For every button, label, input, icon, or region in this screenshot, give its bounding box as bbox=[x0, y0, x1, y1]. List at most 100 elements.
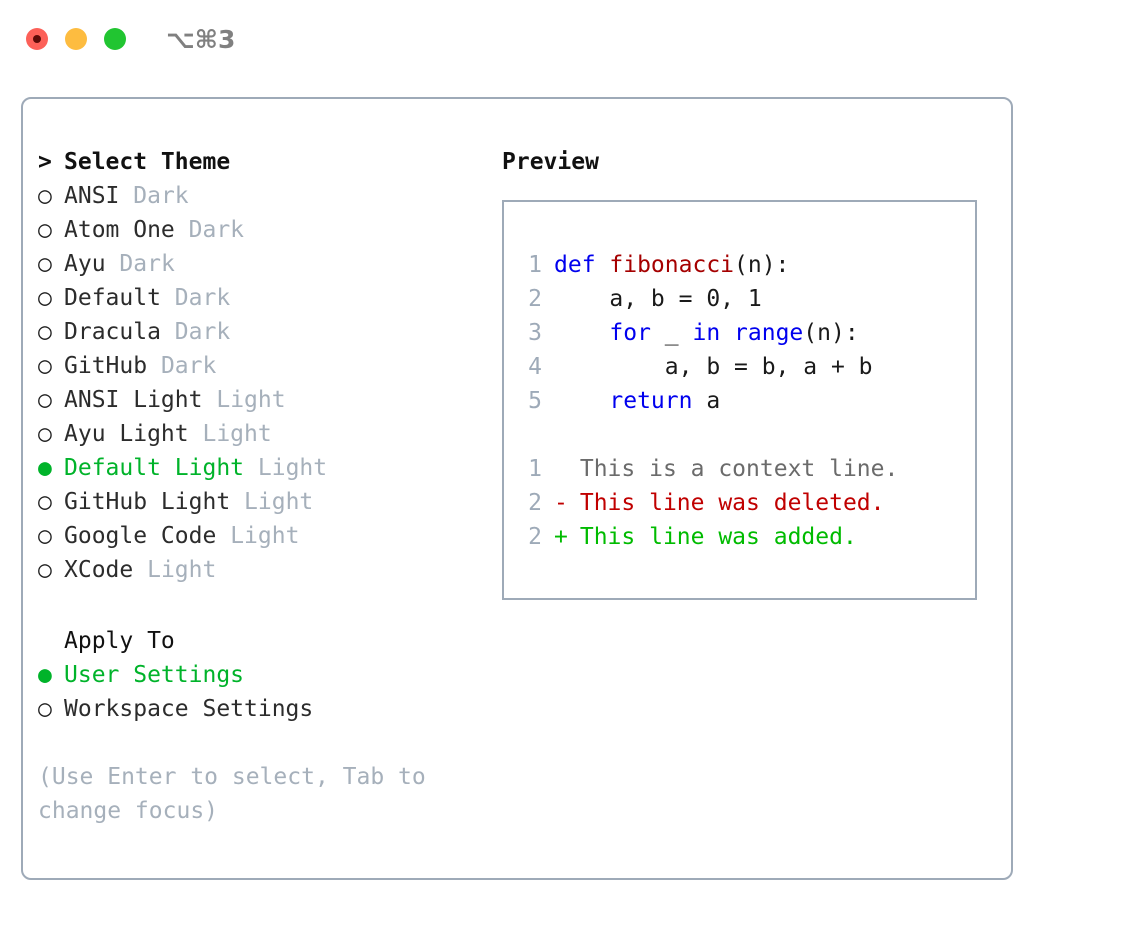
theme-name-label: Ayu Light bbox=[64, 421, 189, 447]
label-spacer bbox=[175, 217, 189, 243]
radio-unselected-icon[interactable]: ○ bbox=[38, 489, 52, 515]
theme-list-item[interactable]: ○Google Code Light bbox=[38, 519, 488, 553]
code-token: (n): bbox=[734, 252, 790, 278]
prompt-caret-icon: > bbox=[38, 149, 52, 175]
diff-sample: 1 This is a context line.2- This line wa… bbox=[504, 452, 975, 554]
theme-kind-label: Light bbox=[244, 489, 314, 515]
theme-list[interactable]: ○ANSI Dark○Atom One Dark○Ayu Dark○Defaul… bbox=[38, 179, 488, 587]
theme-kind-label: Dark bbox=[119, 251, 175, 277]
theme-name-label: Default bbox=[64, 285, 161, 311]
theme-selector-column: >Select Theme ○ANSI Dark○Atom One Dark○A… bbox=[38, 145, 488, 828]
theme-list-item[interactable]: ○ANSI Dark bbox=[38, 179, 488, 213]
code-line-number: 5 bbox=[528, 388, 542, 414]
theme-list-item[interactable]: ○ Atom One Dark bbox=[38, 213, 488, 247]
apply-to-option-label: User Settings bbox=[64, 662, 245, 688]
radio-unselected-icon[interactable]: ○ bbox=[38, 285, 52, 311]
theme-name-label: Ayu bbox=[64, 251, 106, 277]
diff-line: 2- This line was deleted. bbox=[504, 486, 975, 520]
code-token: return bbox=[609, 388, 693, 414]
theme-list-item[interactable]: ○ ANSI Light Light bbox=[38, 383, 488, 417]
theme-list-item[interactable]: ○ GitHub Dark bbox=[38, 349, 488, 383]
label-spacer bbox=[147, 353, 161, 379]
code-token: a, b = 0, 1 bbox=[554, 286, 762, 312]
diff-line: 2+ This line was added. bbox=[504, 520, 975, 554]
label-spacer bbox=[230, 489, 244, 515]
preview-title: Preview bbox=[502, 149, 599, 175]
radio-unselected-icon[interactable]: ○ bbox=[38, 557, 52, 583]
code-token bbox=[554, 320, 609, 346]
theme-list-item[interactable]: ○ Ayu Dark bbox=[38, 247, 488, 281]
code-token: a, b = b, a + b bbox=[554, 354, 873, 380]
diff-sign bbox=[554, 452, 566, 486]
code-line-number: 1 bbox=[528, 252, 542, 278]
theme-kind-label: Dark bbox=[174, 319, 231, 345]
apply-to-options[interactable]: ● User Settings ○ Workspace Settings bbox=[38, 658, 488, 726]
radio-selected-icon[interactable]: ● bbox=[38, 455, 52, 481]
theme-kind-label: Dark bbox=[133, 183, 189, 209]
code-token: (n): bbox=[803, 320, 859, 346]
radio-unselected-icon[interactable]: ○ bbox=[38, 387, 52, 413]
theme-name-label: Atom One bbox=[64, 217, 175, 243]
code-line-number: 2 bbox=[528, 286, 542, 312]
minimize-button[interactable] bbox=[65, 28, 87, 50]
apply-to-title: ○Apply To bbox=[38, 624, 488, 658]
code-token: a bbox=[692, 388, 721, 414]
code-token: in bbox=[692, 320, 721, 346]
theme-name-label: Dracula bbox=[64, 319, 161, 345]
main-panel: >Select Theme ○ANSI Dark○Atom One Dark○A… bbox=[21, 97, 1013, 880]
theme-name-label: Google Code bbox=[64, 523, 217, 549]
apply-to-option-label: Workspace Settings bbox=[64, 696, 314, 722]
label-spacer bbox=[161, 285, 175, 311]
radio-unselected-icon[interactable]: ○ bbox=[38, 353, 52, 379]
theme-list-item[interactable]: ○Ayu Light Light bbox=[38, 417, 488, 451]
code-line: 2 a, b = 0, 1 bbox=[504, 282, 975, 316]
radio-unselected-icon[interactable]: ○ bbox=[38, 217, 52, 243]
theme-name-label: XCode bbox=[64, 557, 134, 583]
apply-to-title-label: Apply To bbox=[64, 628, 175, 654]
theme-kind-label: Light bbox=[147, 557, 217, 583]
label-spacer bbox=[161, 319, 175, 345]
theme-kind-label: Light bbox=[257, 455, 328, 481]
apply-to-option[interactable]: ● User Settings bbox=[38, 658, 488, 692]
theme-kind-label: Dark bbox=[188, 217, 245, 243]
theme-name-label: GitHub Light bbox=[64, 489, 231, 515]
label-spacer bbox=[189, 421, 203, 447]
code-line-number: 4 bbox=[528, 354, 542, 380]
theme-kind-label: Dark bbox=[160, 353, 217, 379]
theme-list-item[interactable]: ○ XCode Light bbox=[38, 553, 488, 587]
theme-name-label: GitHub bbox=[64, 353, 148, 379]
theme-list-item[interactable]: ○ Dracula Dark bbox=[38, 315, 488, 349]
keyboard-shortcut-label: ⌥⌘3 bbox=[166, 24, 236, 54]
radio-unselected-icon[interactable]: ○ bbox=[38, 696, 52, 722]
theme-list-title-label: Select Theme bbox=[64, 149, 231, 175]
diff-spacer bbox=[566, 456, 580, 482]
radio-unselected-icon[interactable]: ○ bbox=[38, 421, 52, 447]
radio-unselected-icon[interactable]: ○ bbox=[38, 523, 52, 549]
code-token: fibonacci bbox=[609, 252, 735, 278]
theme-kind-label: Light bbox=[216, 387, 286, 413]
radio-unselected-icon[interactable]: ○ bbox=[38, 251, 52, 277]
code-token bbox=[720, 320, 734, 346]
code-token: _ bbox=[650, 320, 693, 346]
radio-unselected-icon[interactable]: ○ bbox=[38, 319, 52, 345]
zoom-button[interactable] bbox=[104, 28, 126, 50]
close-button[interactable] bbox=[26, 28, 48, 50]
radio-unselected-icon[interactable]: ○ bbox=[38, 183, 52, 209]
theme-name-label: ANSI Light bbox=[64, 387, 203, 413]
theme-list-item[interactable]: ●Default Light Light bbox=[38, 451, 488, 485]
diff-sign: - bbox=[554, 490, 568, 516]
apply-to-option[interactable]: ○ Workspace Settings bbox=[38, 692, 488, 726]
diff-line-number: 2 bbox=[528, 490, 542, 516]
code-token bbox=[554, 388, 609, 414]
diff-line-number: 2 bbox=[528, 524, 542, 550]
radio-selected-icon[interactable]: ● bbox=[38, 662, 52, 688]
diff-text: This line was deleted. bbox=[579, 490, 885, 516]
theme-list-item[interactable]: ○ GitHub Light Light bbox=[38, 485, 488, 519]
diff-line-number: 1 bbox=[528, 456, 542, 482]
apply-to-section: ○Apply To ● User Settings ○ Workspace Setti… bbox=[38, 624, 488, 726]
theme-list-item[interactable]: ○Default Dark bbox=[38, 281, 488, 315]
diff-text: This line was added. bbox=[579, 524, 857, 550]
